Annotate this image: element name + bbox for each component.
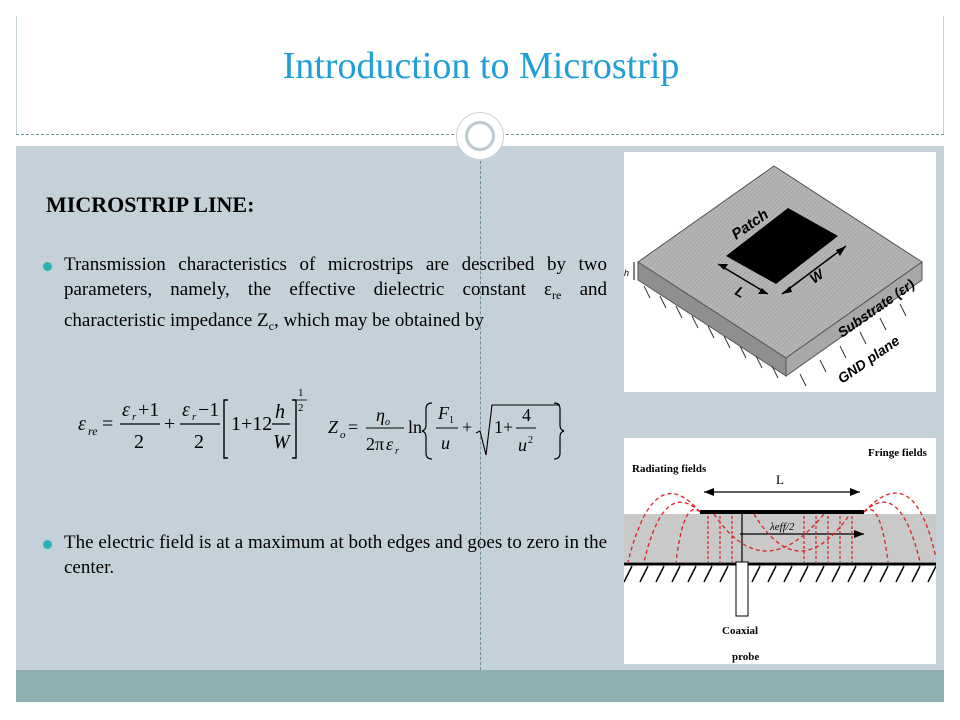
svg-text:4: 4 [522,405,531,425]
svg-text:h: h [275,401,285,423]
svg-text:+: + [462,417,472,437]
circle-ornament-icon [456,112,504,160]
svg-text:1+: 1+ [494,417,513,437]
svg-text:ε: ε [386,434,394,454]
svg-text:2π: 2π [366,434,384,454]
svg-text:re: re [88,424,98,438]
svg-text:2: 2 [528,435,533,446]
svg-text:2: 2 [298,402,304,414]
fringe-fields-figure: L λeff/2 Radiating fields Fringe fields … [624,438,936,664]
svg-text:ε: ε [182,399,190,421]
section-heading: MICROSTRIP LINE: [46,192,255,217]
svg-text:η: η [376,405,385,425]
svg-text:1+12: 1+12 [231,413,272,435]
equation-eps-re: ε re = ε r +1 2 + ε r −1 2 1+12 h W 1 2 [78,387,307,459]
substrate-side-right [785,261,923,377]
center-divider [480,146,481,670]
svg-text:F: F [437,403,450,423]
svg-text:o: o [340,429,346,441]
label-h: h [624,268,629,278]
patch-antenna-figure: h Patch W L Substrate (εr) GND plane [624,152,936,392]
svg-text:1: 1 [449,415,454,426]
svg-text:r: r [132,411,137,423]
bullet-text-2: The electric field is at a maximum at bo… [64,532,607,578]
bullet-dot-icon [43,540,52,549]
svg-text:+1: +1 [138,399,159,421]
equation-z0: Z o = η o 2π ε r ln F 1 u + 1+ 4 u 2 [328,402,565,460]
slide-title: Introduction to Microstrip [282,45,680,87]
svg-text:1: 1 [298,387,304,399]
label-fringe: Fringe fields [868,447,928,459]
bullet1-part3: , which may be obtained by [274,310,485,331]
bullet-text-1: Transmission characteristics of microstr… [64,252,607,339]
svg-text:u: u [441,433,450,453]
svg-text:o: o [385,417,390,428]
svg-text:−1: −1 [198,399,219,421]
substrate-band [624,514,936,562]
label-lambda: λeff/2 [769,521,795,533]
svg-text:ln: ln [408,417,422,437]
label-gnd: GND plane [835,332,903,386]
bullet-dot-icon [43,262,52,271]
svg-text:+: + [164,413,175,435]
bullet1-part2: and characteristic impedance Z [64,279,607,331]
svg-text:2: 2 [134,431,144,453]
svg-text:W: W [273,431,292,453]
svg-text:=: = [102,413,113,435]
svg-text:u: u [518,435,527,455]
footer-bar [16,670,944,702]
svg-text:2: 2 [194,431,204,453]
label-probe: probe [732,651,759,663]
svg-text:=: = [348,417,358,437]
svg-text:ε: ε [122,399,130,421]
label-coaxial: Coaxial [722,625,758,637]
bullet1-sub1: re [552,288,562,302]
patch-rect [726,208,838,284]
bullet1-sub2: c [268,319,274,333]
bullet1-part1: Transmission characteristics of microstr… [64,254,607,300]
svg-text:ε: ε [78,413,86,435]
svg-text:r: r [192,411,197,423]
svg-text:Z: Z [328,417,339,437]
label-l: L [776,472,784,487]
label-radiating: Radiating fields [632,463,707,475]
coaxial-probe [735,561,749,617]
svg-text:r: r [395,446,399,457]
